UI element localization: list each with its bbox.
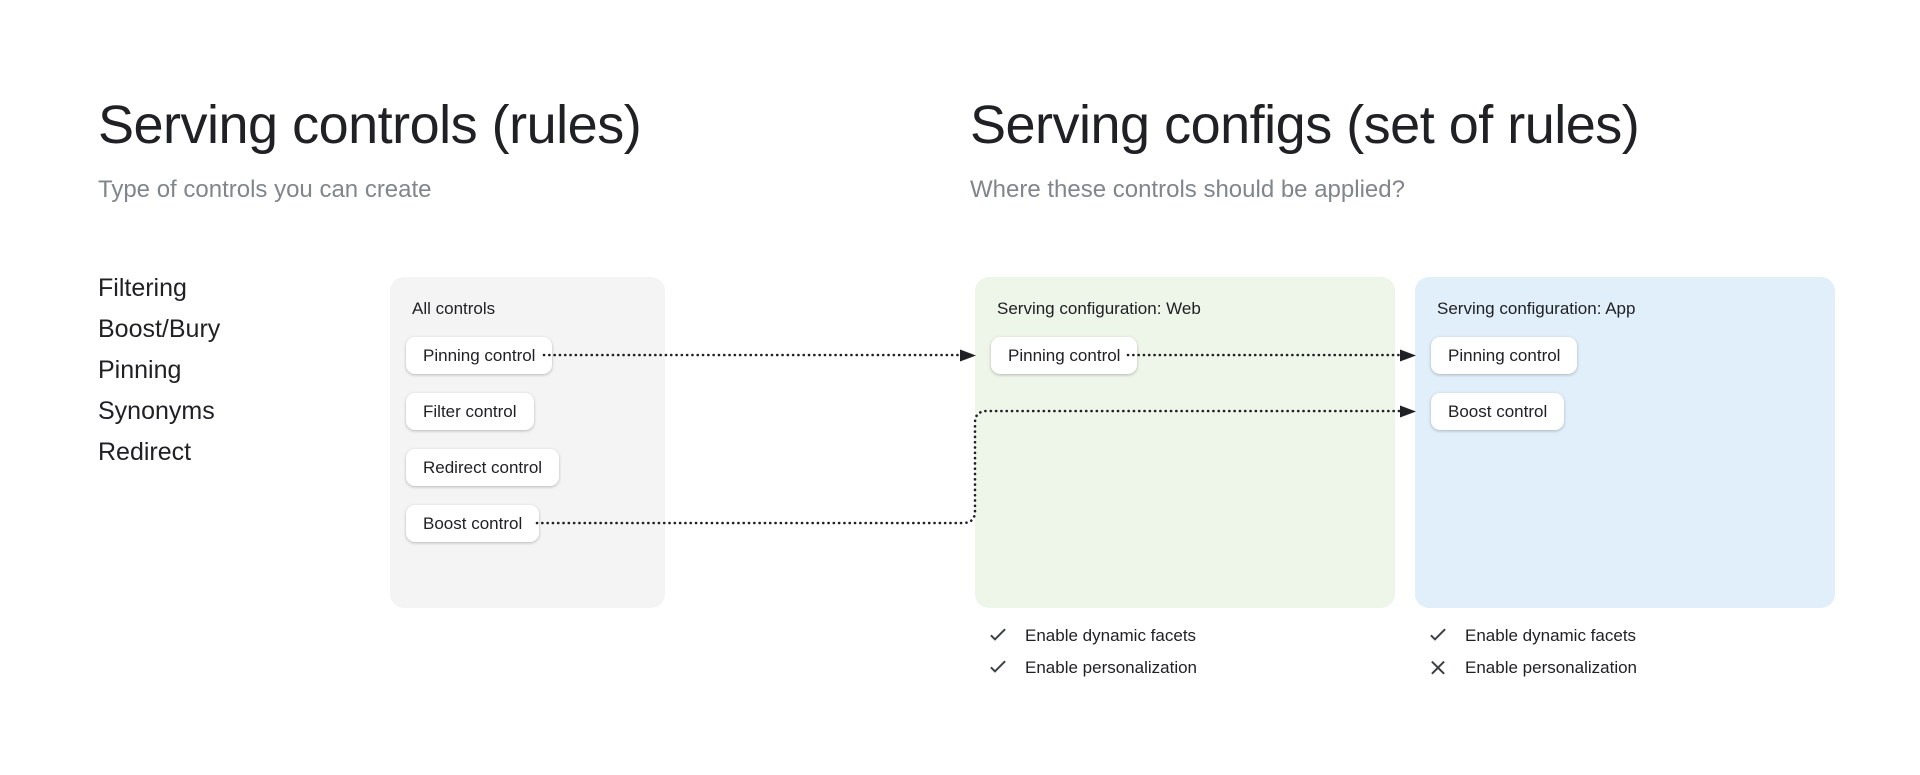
control-type-synonyms: Synonyms	[98, 397, 215, 425]
all-controls-panel: All controls	[390, 277, 665, 608]
right-section-subtitle: Where these controls should be applied?	[970, 176, 1405, 203]
option-label: Enable dynamic facets	[1025, 626, 1197, 645]
option-row: Enable personalization	[985, 652, 1197, 684]
serving-config-web-panel: Serving configuration: Web	[975, 277, 1395, 608]
serving-config-app-options: Enable dynamic facets Enable personaliza…	[1425, 620, 1637, 684]
chip-web-pinning-control[interactable]: Pinning control	[991, 337, 1138, 374]
serving-config-web-options: Enable dynamic facets Enable personaliza…	[985, 620, 1197, 684]
chip-all-redirect-control[interactable]: Redirect control	[406, 449, 560, 486]
chip-all-filter-control[interactable]: Filter control	[406, 393, 534, 430]
chip-app-boost-control[interactable]: Boost control	[1431, 393, 1565, 430]
check-icon	[985, 655, 1011, 681]
control-type-boost-bury: Boost/Bury	[98, 315, 221, 343]
serving-config-app-panel: Serving configuration: App	[1415, 277, 1835, 608]
chip-all-boost-control[interactable]: Boost control	[406, 505, 540, 542]
check-icon	[985, 623, 1011, 649]
left-section-title: Serving controls (rules)	[98, 95, 642, 155]
check-icon	[1425, 623, 1451, 649]
chip-all-pinning-control[interactable]: Pinning control	[406, 337, 553, 374]
option-label: Enable personalization	[1025, 658, 1198, 677]
option-label: Enable dynamic facets	[1465, 626, 1637, 645]
option-label: Enable personalization	[1465, 658, 1638, 677]
all-controls-panel-title: All controls	[412, 299, 496, 318]
chip-app-pinning-control[interactable]: Pinning control	[1431, 337, 1578, 374]
control-type-list: Filtering Boost/Bury Pinning Synonyms Re…	[98, 268, 358, 473]
option-row: Enable dynamic facets	[985, 620, 1197, 652]
control-type-pinning: Pinning	[98, 356, 182, 384]
close-icon	[1425, 655, 1451, 681]
option-row: Enable dynamic facets	[1425, 620, 1637, 652]
serving-config-app-panel-title: Serving configuration: App	[1437, 299, 1636, 318]
control-type-redirect: Redirect	[98, 438, 192, 466]
control-type-filtering: Filtering	[98, 274, 187, 302]
right-section-title: Serving configs (set of rules)	[970, 95, 1640, 155]
serving-config-web-panel-title: Serving configuration: Web	[997, 299, 1201, 318]
left-section-subtitle: Type of controls you can create	[98, 176, 432, 203]
option-row: Enable personalization	[1425, 652, 1637, 684]
